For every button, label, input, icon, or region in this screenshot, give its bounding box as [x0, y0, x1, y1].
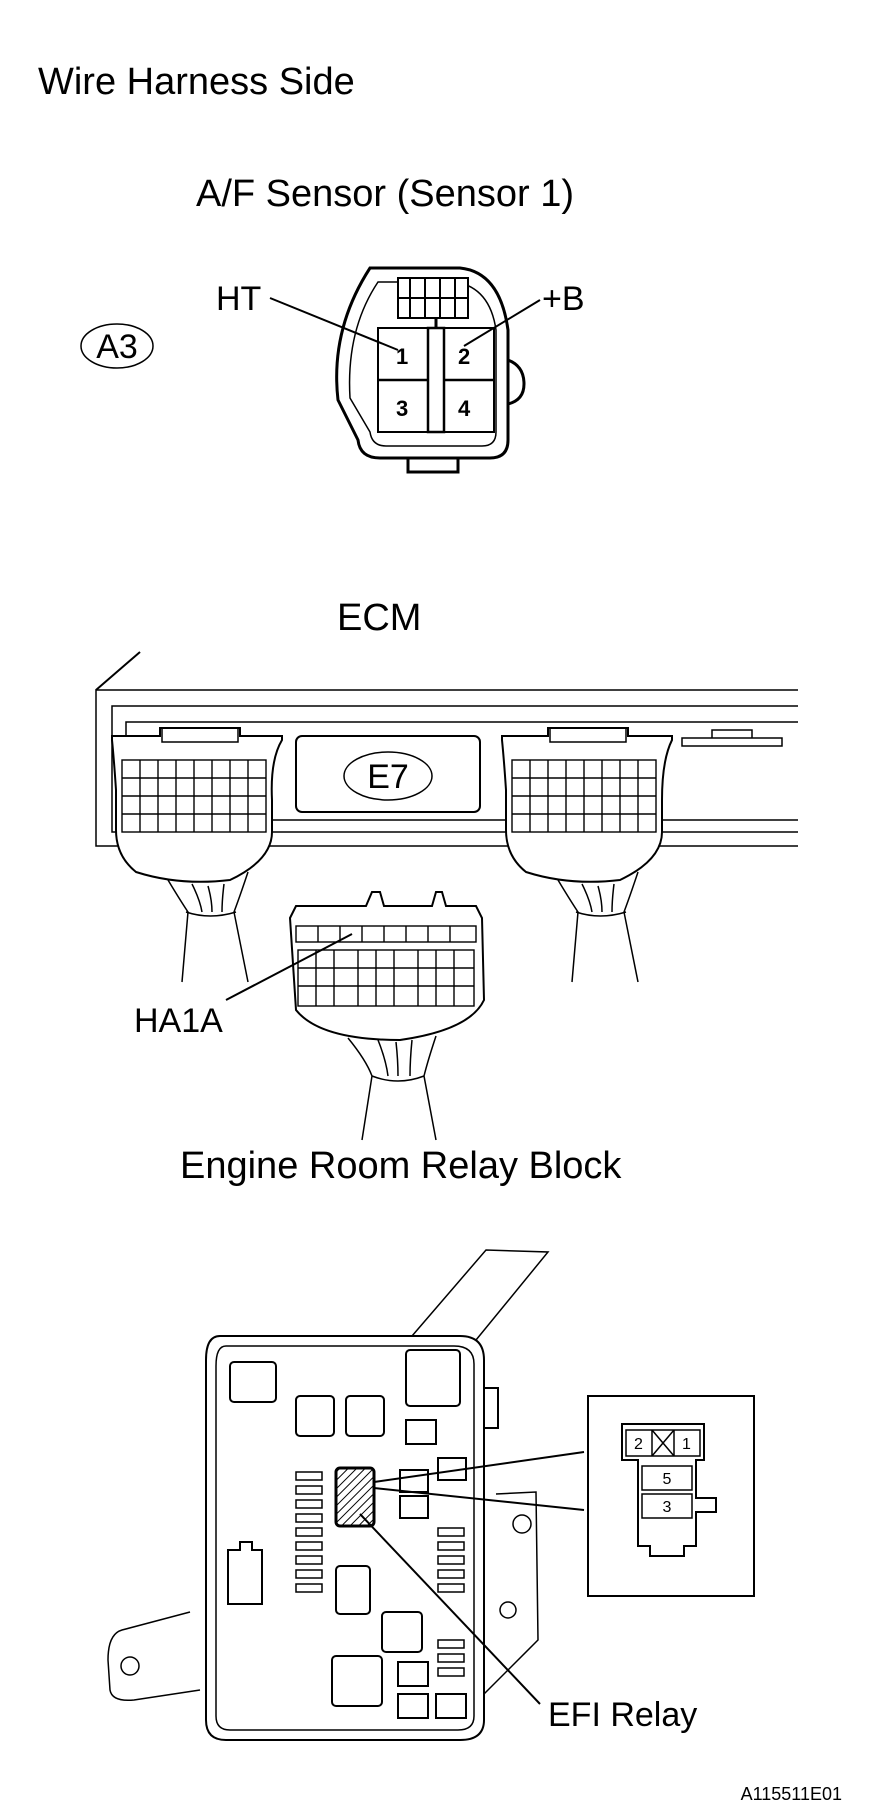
relay-block-fuses: [295, 1471, 465, 1677]
af-pin-2: 2: [458, 344, 470, 369]
efi-relay-zoom: 2 1 5 3: [587, 1395, 755, 1597]
ecm-right-grid: [511, 759, 657, 833]
af-sensor-connector: 1 2 3 4: [335, 266, 526, 474]
ecm-connector-left: [111, 727, 283, 983]
ha1a-label: HA1A: [134, 1002, 223, 1040]
ecm-left-harness: [167, 871, 249, 983]
relay-block: [107, 1249, 585, 1741]
af-pin-4: 4: [458, 396, 471, 421]
relay-block-title: Engine Room Relay Block: [180, 1145, 622, 1187]
af-sensor-code-text: A3: [96, 328, 138, 366]
ecm-right-harness: [557, 871, 639, 983]
efi-relay-label: EFI Relay: [548, 1696, 697, 1734]
ha1a-harness: [347, 1035, 437, 1141]
ecm-connector-right: [501, 727, 673, 983]
reference-code: A115511E01: [741, 1784, 842, 1804]
callout-ht-leader: [269, 297, 399, 351]
af-sensor-connector-code: A3: [80, 323, 154, 369]
af-sensor-title: A/F Sensor (Sensor 1): [196, 173, 574, 215]
af-pin-3: 3: [396, 396, 408, 421]
callout-plus-b: +B: [542, 280, 585, 318]
relay-pin-1: 1: [682, 1436, 691, 1453]
ecm-left-grid: [121, 759, 267, 833]
callout-ht: HT: [216, 280, 261, 318]
callout-plus-b-leader: [463, 299, 541, 347]
ha1a-leader: [225, 933, 353, 1001]
af-pin-1: 1: [396, 344, 408, 369]
ecm-connector-code: E7: [367, 758, 409, 796]
relay-pin-2: 2: [634, 1436, 643, 1453]
relay-pin-5: 5: [663, 1471, 672, 1488]
ha1a-grid: [295, 925, 477, 1007]
relay-pin-3: 3: [663, 1499, 672, 1516]
efi-relay-leader: [359, 1513, 541, 1705]
ha1a-connector: [288, 891, 486, 1141]
ecm-title: ECM: [337, 597, 421, 639]
page-title: Wire Harness Side: [38, 61, 355, 103]
efi-relay-highlight: [334, 1466, 376, 1528]
